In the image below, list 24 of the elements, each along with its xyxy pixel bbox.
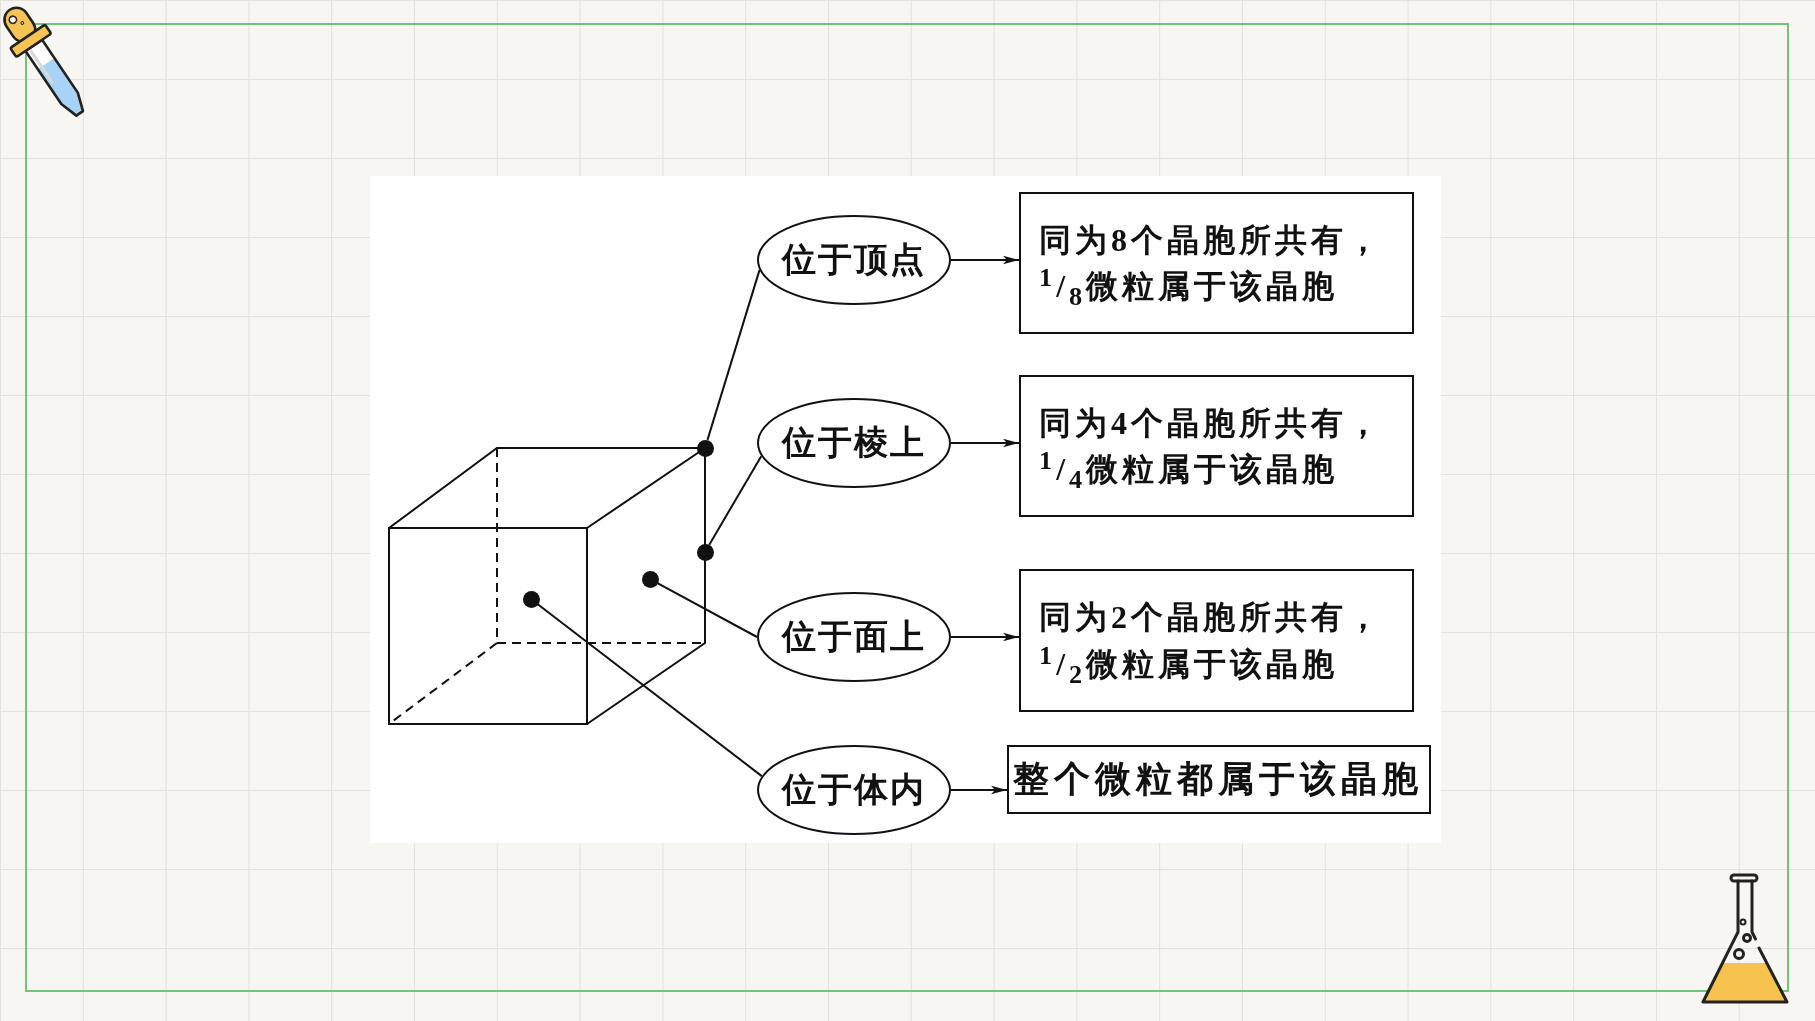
result-box — [1019, 375, 1414, 517]
oval-node — [757, 398, 951, 488]
result-box — [1019, 192, 1414, 334]
position-label: 位于棱上 — [782, 422, 926, 463]
result-box — [1007, 745, 1431, 814]
description-text: 整个微粒都属于该晶胞 — [1013, 758, 1424, 802]
result-box — [1019, 569, 1414, 712]
arrow — [950, 785, 1008, 795]
position-label: 位于面上 — [782, 616, 926, 657]
oval-node — [757, 592, 951, 682]
description-text: 同为8个晶胞所共有，$^{1}$/$_{8}$微粒属于该晶胞 — [1039, 220, 1384, 310]
arrow — [950, 632, 1020, 642]
position-label: 位于体内 — [782, 769, 926, 810]
leader-line — [706, 269, 761, 441]
position-label: 位于顶点 — [782, 239, 926, 280]
leader-line — [708, 455, 763, 546]
oval-node — [757, 745, 951, 835]
leader-line — [656, 582, 758, 638]
description-text: 同为2个晶胞所共有，$^{1}$/$_{2}$微粒属于该晶胞 — [1039, 598, 1384, 687]
description-text: 同为4个晶胞所共有，$^{1}$/$_{4}$微粒属于该晶胞 — [1039, 403, 1384, 493]
arrow — [950, 438, 1020, 448]
leader-line — [536, 603, 763, 778]
arrow — [950, 255, 1020, 265]
oval-node — [757, 215, 951, 305]
